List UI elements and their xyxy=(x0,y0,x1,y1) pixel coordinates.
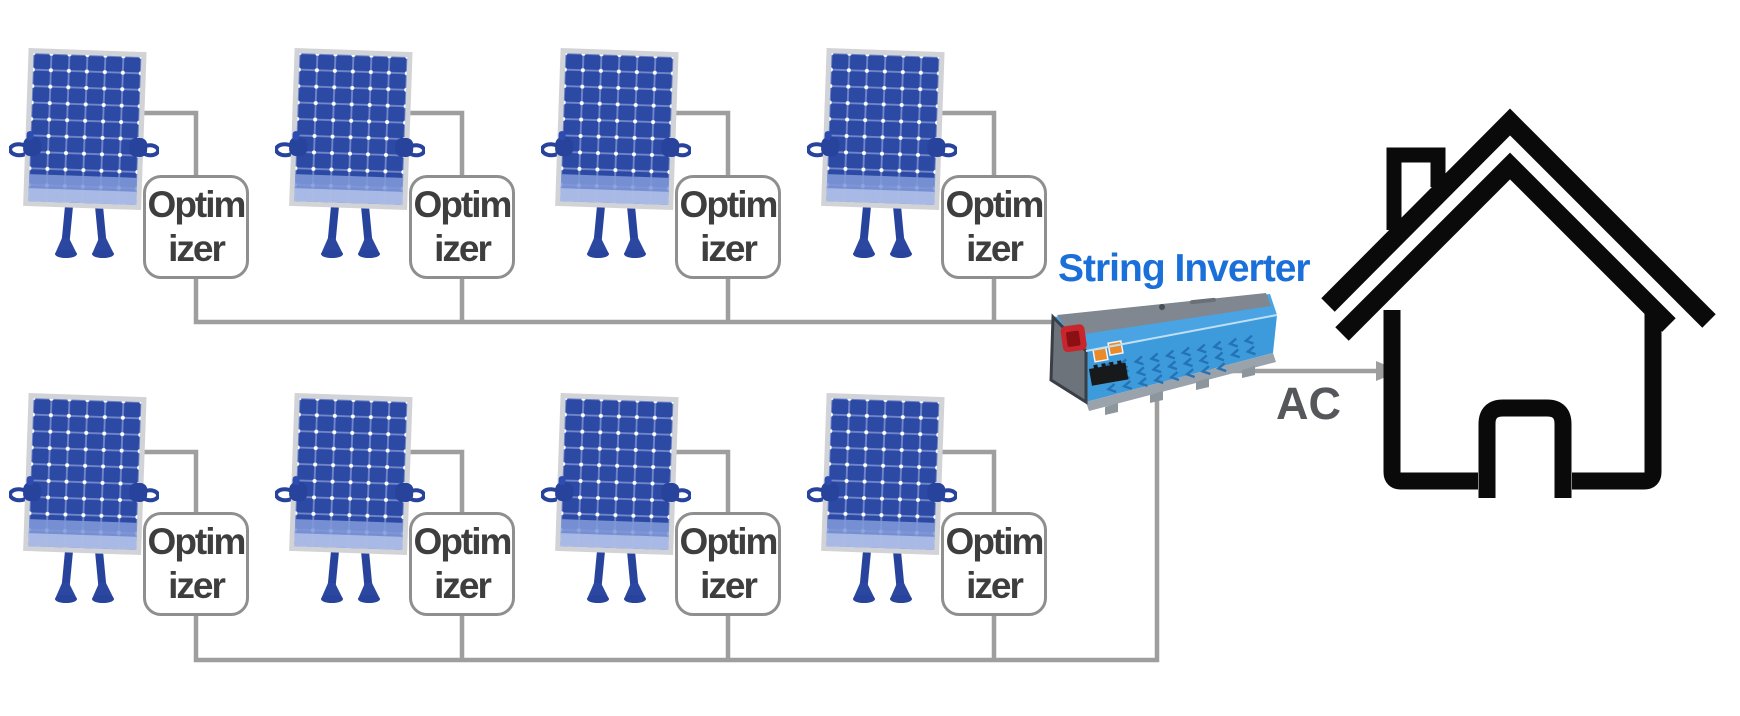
inverter-foot xyxy=(1150,391,1163,403)
string-inverter-label: String Inverter xyxy=(1058,247,1311,290)
optimizer-label-line1: Optim xyxy=(679,184,779,225)
inverter-top-vent xyxy=(1190,297,1216,305)
wire-feed-r1-c2 xyxy=(399,110,465,177)
optimizer-label-line1: Optim xyxy=(679,521,779,562)
house-chimney xyxy=(1386,147,1446,230)
house-roof-outer xyxy=(1321,108,1716,328)
optimizer-label-line1: Optim xyxy=(945,521,1045,562)
inverter-top-panel xyxy=(1057,293,1271,336)
solar-panel-r2-c3 xyxy=(541,393,691,608)
optimizer-box-r2-c3: Optim izer xyxy=(675,512,781,616)
inverter-foot xyxy=(1242,366,1255,378)
optimizer-label-line2: izer xyxy=(700,228,758,269)
wire-feed-r2-c2 xyxy=(399,449,465,514)
solar-panel-r2-c1 xyxy=(9,393,159,608)
optimizer-label-line2: izer xyxy=(966,565,1024,606)
inverter-dc-terminal-block xyxy=(1089,360,1129,386)
optimizer-label-line1: Optim xyxy=(147,184,247,225)
inverter-foot xyxy=(1105,403,1118,415)
optimizer-label-line2: izer xyxy=(700,565,758,606)
optimizer-label-line1: Optim xyxy=(413,184,513,225)
wire-feed-r2-c3 xyxy=(665,449,731,514)
inverter-power-switch xyxy=(1060,324,1087,353)
dc-bus-row2 xyxy=(193,390,1160,663)
house-door xyxy=(1478,399,1572,498)
inverter-edge-highlight xyxy=(1085,314,1278,352)
inverter-foot xyxy=(1196,378,1209,390)
solar-panel-r1-c4 xyxy=(807,48,957,263)
ac-label: AC xyxy=(1276,378,1341,429)
wire-feed-r1-c4 xyxy=(931,110,997,177)
solar-panel-r1-c3 xyxy=(541,48,691,263)
optimizer-label-line1: Optim xyxy=(147,521,247,562)
optimizer-box-r2-c4: Optim izer xyxy=(941,512,1047,616)
optimizer-label-line2: izer xyxy=(168,228,226,269)
optimizer-box-r1-c1: Optim izer xyxy=(143,175,249,279)
optimizer-box-r1-c4: Optim izer xyxy=(941,175,1047,279)
house-icon xyxy=(1321,108,1716,498)
optimizer-box-r2-c1: Optim izer xyxy=(143,512,249,616)
solar-panel-r2-c4 xyxy=(807,393,957,608)
wire-feed-r2-c1 xyxy=(133,449,199,514)
wire-feed-r1-c1 xyxy=(133,110,199,177)
string-inverter-image xyxy=(1049,293,1278,415)
solar-panel-r1-c2 xyxy=(275,48,425,263)
optimizer-label-line2: izer xyxy=(434,565,492,606)
inverter-front-face xyxy=(1086,315,1277,402)
inverter-top-detail xyxy=(1159,304,1165,310)
wire-feed-r2-c4 xyxy=(931,449,997,514)
optimizer-box-r2-c2: Optim izer xyxy=(409,512,515,616)
optimizer-label-line2: izer xyxy=(434,228,492,269)
house-roof-inner xyxy=(1335,152,1676,341)
optimizer-label-line1: Optim xyxy=(413,521,513,562)
wire-feed-r1-c3 xyxy=(665,110,731,177)
house-walls xyxy=(1383,310,1662,490)
solar-panel-r2-c2 xyxy=(275,393,425,608)
inverter-base-strip xyxy=(1086,353,1276,411)
optimizer-label-line2: izer xyxy=(966,228,1024,269)
solar-panel-r1-c1 xyxy=(9,48,159,263)
optimizer-box-r1-c2: Optim izer xyxy=(409,175,515,279)
optimizer-box-r1-c3: Optim izer xyxy=(675,175,781,279)
optimizer-label-line2: izer xyxy=(168,565,226,606)
optimizer-label-line1: Optim xyxy=(945,184,1045,225)
dc-bus-row1 xyxy=(193,277,1058,325)
